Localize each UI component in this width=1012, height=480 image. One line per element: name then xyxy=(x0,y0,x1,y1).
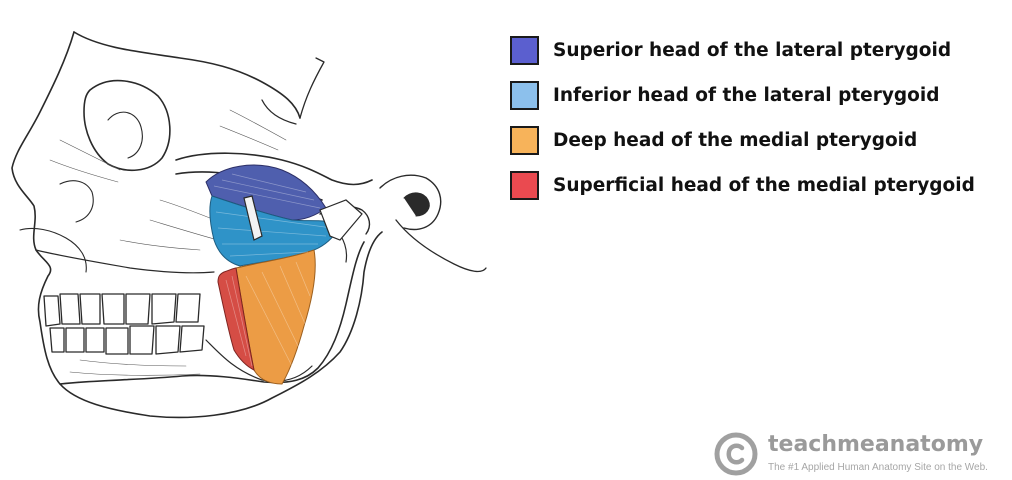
zygomatic-arch xyxy=(175,152,373,186)
legend-swatch xyxy=(510,170,539,200)
legend-swatch xyxy=(510,80,539,110)
orbit-outline xyxy=(83,79,171,171)
brand-tagline: The #1 Applied Human Anatomy Site on the… xyxy=(768,462,988,473)
frontal-ridge xyxy=(73,31,301,119)
skull-illustration xyxy=(11,31,487,419)
legend-label: Inferior head of the lateral pterygoid xyxy=(553,84,940,106)
copyright-icon xyxy=(714,432,758,476)
lower-teeth xyxy=(49,325,205,355)
legend-item-inferior-lateral: Inferior head of the lateral pterygoid xyxy=(510,79,975,111)
brand-watermark: teachmeanatomy The #1 Applied Human Anat… xyxy=(714,432,988,476)
brand-text: teachmeanatomy The #1 Applied Human Anat… xyxy=(768,432,988,475)
legend-item-superficial-medial: Superficial head of the medial pterygoid xyxy=(510,169,975,201)
legend-label: Superficial head of the medial pterygoid xyxy=(553,174,975,196)
upper-teeth xyxy=(43,293,201,327)
skull-outline xyxy=(11,31,383,419)
legend-swatch xyxy=(510,125,539,155)
legend: Superior head of the lateral pterygoid I… xyxy=(510,34,975,214)
legend-item-superior-lateral: Superior head of the lateral pterygoid xyxy=(510,34,975,66)
brand-name: teachmeanatomy xyxy=(768,432,984,457)
superficial-medial-pterygoid-muscle xyxy=(217,267,255,371)
legend-swatch xyxy=(510,35,539,65)
legend-label: Deep head of the medial pterygoid xyxy=(553,129,918,151)
legend-label: Superior head of the lateral pterygoid xyxy=(553,39,952,61)
legend-item-deep-medial: Deep head of the medial pterygoid xyxy=(510,124,975,156)
